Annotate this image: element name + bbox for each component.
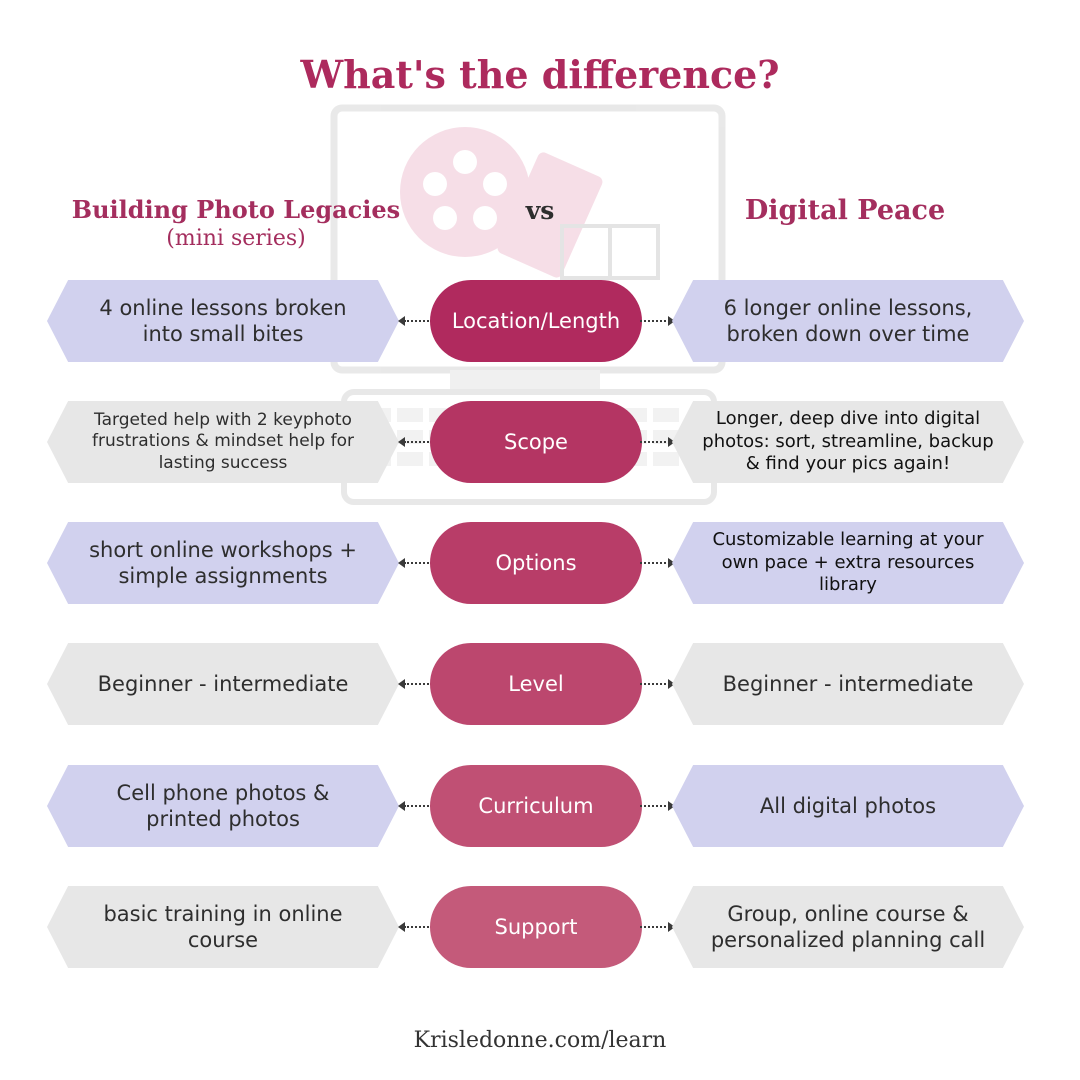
- right-cell: 6 longer online lessons, broken down ove…: [672, 280, 1024, 362]
- arrow-left-icon: [398, 558, 405, 568]
- left-column-subtitle: (mini series): [166, 226, 306, 251]
- right-cell: Group, online course & personalized plan…: [672, 886, 1024, 968]
- connector-line: [640, 441, 670, 443]
- connector-line: [404, 926, 432, 928]
- arrow-right-icon: [668, 316, 675, 326]
- left-cell: Beginner - intermediate: [47, 643, 399, 725]
- left-cell: Cell phone photos & printed photos: [47, 765, 399, 847]
- connector-line: [640, 562, 670, 564]
- row-label-pill: Support: [430, 886, 642, 968]
- row-label-pill: Curriculum: [430, 765, 642, 847]
- arrow-left-icon: [398, 437, 405, 447]
- arrow-left-icon: [398, 316, 405, 326]
- connector-line: [404, 441, 432, 443]
- vs-label: vs: [525, 196, 555, 225]
- right-cell: All digital photos: [672, 765, 1024, 847]
- connector-line: [640, 683, 670, 685]
- connector-line: [404, 683, 432, 685]
- left-cell: Targeted help with 2 keyphoto frustratio…: [47, 401, 399, 483]
- arrow-left-icon: [398, 922, 405, 932]
- comparison-row-support: basic training in online course Support …: [0, 886, 1080, 968]
- comparison-row-curriculum: Cell phone photos & printed photos Curri…: [0, 765, 1080, 847]
- arrow-right-icon: [668, 922, 675, 932]
- row-label-pill: Level: [430, 643, 642, 725]
- arrow-left-icon: [398, 679, 405, 689]
- row-label-pill: Options: [430, 522, 642, 604]
- connector-line: [640, 320, 670, 322]
- arrow-right-icon: [668, 679, 675, 689]
- comparison-row-scope: Targeted help with 2 keyphoto frustratio…: [0, 401, 1080, 483]
- arrow-right-icon: [668, 801, 675, 811]
- right-cell: Longer, deep dive into digital photos: s…: [672, 401, 1024, 483]
- arrow-right-icon: [668, 437, 675, 447]
- left-column-header: Building Photo Legacies (mini series): [60, 195, 412, 251]
- footer-url[interactable]: Krisledonne.com/learn: [413, 1028, 667, 1053]
- connector-line: [404, 320, 432, 322]
- comparison-row-options: short online workshops + simple assignme…: [0, 522, 1080, 604]
- right-column-title: Digital Peace: [744, 195, 946, 226]
- row-label-pill: Scope: [430, 401, 642, 483]
- connector-line: [404, 805, 432, 807]
- left-cell: 4 online lessons broken into small bites: [47, 280, 399, 362]
- comparison-row-location-length: 4 online lessons broken into small bites…: [0, 280, 1080, 362]
- arrow-left-icon: [398, 801, 405, 811]
- comparison-row-level: Beginner - intermediate Level Beginner -…: [0, 643, 1080, 725]
- page-title: What's the difference?: [300, 52, 780, 97]
- left-cell: short online workshops + simple assignme…: [47, 522, 399, 604]
- connector-line: [640, 805, 670, 807]
- arrow-right-icon: [668, 558, 675, 568]
- connector-line: [640, 926, 670, 928]
- connector-line: [404, 562, 432, 564]
- right-cell: Customizable learning at your own pace +…: [672, 522, 1024, 604]
- left-cell: basic training in online course: [47, 886, 399, 968]
- right-cell: Beginner - intermediate: [672, 643, 1024, 725]
- row-label-pill: Location/Length: [430, 280, 642, 362]
- left-column-title: Building Photo Legacies: [71, 195, 401, 224]
